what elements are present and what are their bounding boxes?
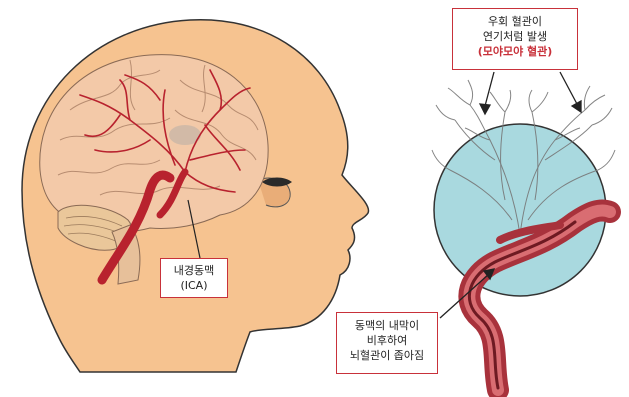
collateral-label-line2: 연기처럼 발생: [457, 29, 573, 44]
collateral-label-line3: (모야모야 혈관): [457, 44, 573, 59]
stenosis-label-line2: 비후하여: [341, 333, 433, 348]
stenosis-label-line1: 동맥의 내막이: [341, 318, 433, 333]
collateral-label-line1: 우회 혈관이: [457, 14, 573, 29]
stenosis-label-line3: 뇌혈관이 좁아짐: [341, 348, 433, 363]
head-illustration: [22, 20, 369, 372]
ica-label-box: 내경동맥 (ICA): [160, 258, 228, 298]
collateral-label-box: 우회 혈관이 연기처럼 발생 (모야모야 혈관): [452, 8, 578, 70]
ica-label-line1: 내경동맥: [165, 263, 223, 278]
moyamoya-illustration: [432, 72, 615, 390]
ica-label-line2: (ICA): [165, 278, 223, 293]
stenosis-label-box: 동맥의 내막이 비후하여 뇌혈관이 좁아짐: [336, 312, 438, 374]
